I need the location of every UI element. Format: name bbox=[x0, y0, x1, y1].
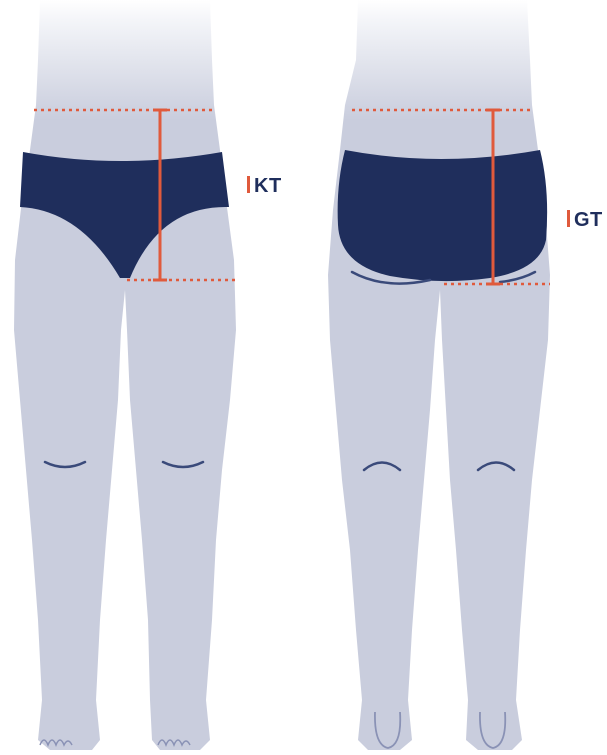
back-measure-label-text: GT bbox=[574, 209, 603, 231]
back-figure bbox=[328, 0, 550, 750]
front-body-silhouette bbox=[14, 0, 236, 750]
label-accent-bar bbox=[247, 176, 250, 193]
front-measure-label: KT bbox=[247, 176, 282, 196]
front-figure bbox=[14, 0, 238, 750]
back-measure-label: GT bbox=[567, 210, 603, 230]
front-measure-label-text: KT bbox=[254, 175, 282, 197]
back-brief bbox=[338, 150, 548, 281]
back-body-silhouette bbox=[328, 0, 550, 750]
label-accent-bar bbox=[567, 210, 570, 227]
